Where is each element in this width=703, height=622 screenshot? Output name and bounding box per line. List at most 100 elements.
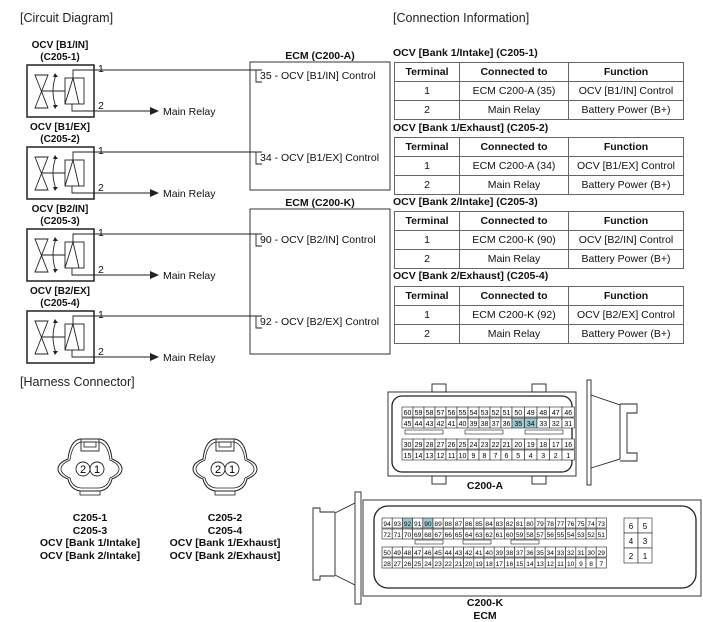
solenoid-icon [64, 159, 85, 187]
wire-pin1 [72, 151, 256, 160]
pin-number: 38 [481, 421, 489, 428]
pin-number: 19 [475, 561, 483, 568]
pin-number: 85 [475, 521, 483, 528]
arrowhead [53, 73, 58, 77]
key-slot [462, 539, 492, 545]
pin-number: 78 [547, 521, 555, 528]
key-slot [524, 429, 564, 435]
pin-number: 2 [98, 264, 104, 276]
pin-number: 21 [503, 442, 511, 449]
wire-pin1 [72, 69, 256, 78]
pin-number: 13 [536, 561, 544, 568]
table-cell: OCV [B2/IN] Control [568, 230, 684, 250]
pin-circle [89, 461, 105, 477]
c200a-housing [387, 391, 577, 477]
c200k-housing [362, 499, 702, 597]
pin-number: 15 [516, 561, 524, 568]
pin-number: 26 [448, 442, 456, 449]
column-header: Terminal [394, 137, 460, 157]
pin-cell [561, 406, 575, 418]
pin-number: 42 [465, 550, 473, 557]
pin-number: 58 [426, 410, 434, 417]
ocv-box [26, 146, 95, 200]
caption-line: OCV [Bank 2/Exhaust] [169, 549, 281, 562]
pin-number: 39 [470, 421, 478, 428]
pin-number: 44 [415, 421, 423, 428]
pin-number: 19 [527, 442, 535, 449]
pin-number: 68 [424, 532, 432, 539]
caption-line: C205-3 [72, 524, 108, 537]
caption-line: C200-K [466, 597, 504, 609]
pin-number: 11 [448, 453, 455, 460]
column-header: Connected to [459, 211, 569, 231]
ocv-label: OCV [B1/EX](C205-2) [20, 122, 100, 146]
pin-number: 60 [506, 532, 514, 539]
pin-number: 74 [587, 521, 595, 528]
pin-number: 54 [567, 532, 575, 539]
column-header: Function [568, 62, 684, 82]
wire-pin2 [71, 186, 150, 194]
pin-number: 26 [404, 561, 412, 568]
pin-number: 30 [404, 442, 412, 449]
pin-number: 37 [492, 421, 500, 428]
ocv-label: OCV [B2/IN](C205-3) [20, 204, 100, 228]
table-cell: Battery Power (B+) [568, 324, 684, 344]
pin-number: 20 [465, 561, 473, 568]
main-relay-label: Main Relay [163, 352, 216, 364]
table-cell: Main Relay [459, 100, 569, 120]
arrowhead [53, 105, 58, 109]
caption-line: C205-1 [72, 512, 108, 524]
connector-latch-inner [218, 441, 232, 448]
solenoid-coil [64, 322, 80, 351]
pin-number: 23 [434, 561, 442, 568]
ecm-pin-label: 34 - OCV [B1/EX] Control [260, 152, 380, 164]
pin-number: 4 [629, 537, 634, 546]
ecm-pin-bracket [255, 233, 262, 247]
ecm-pin-label: 90 - OCV [B2/IN] Control [260, 234, 376, 246]
pin-number: 50 [514, 410, 522, 417]
pin-number: 91 [414, 521, 422, 528]
pin-number: 86 [465, 521, 473, 528]
pin-number: 18 [539, 442, 547, 449]
pin-number: 8 [483, 453, 487, 460]
c200a-caption: C200-A [466, 480, 504, 492]
caption-line: OCV [Bank 1/Exhaust] [169, 537, 281, 549]
caption-line: ECM [473, 609, 497, 622]
table-cell: Main Relay [459, 175, 569, 195]
pin-number: 80 [526, 521, 534, 528]
arrow-right-icon [150, 107, 159, 115]
pin-number: 22 [445, 561, 453, 568]
pin-number: 1 [98, 309, 104, 321]
valve-icon [34, 74, 49, 109]
pin-cell [561, 449, 575, 461]
pin-number: 33 [539, 421, 547, 428]
pin-number: 17 [552, 442, 560, 449]
connector-caption: C205-1 C205-3 OCV [Bank 1/Intake] OCV [B… [30, 512, 150, 562]
pin-number: 2 [215, 464, 221, 476]
column-header: Connected to [459, 137, 569, 157]
ocv-connector: (C205-3) [40, 216, 80, 227]
connector-key [214, 490, 236, 496]
pin-number: 77 [557, 521, 565, 528]
pin-number: 13 [426, 453, 434, 460]
pin-number: 3 [541, 453, 545, 460]
ecm-pin-bracket [255, 151, 262, 165]
c200a-latch [431, 475, 447, 485]
pin-number: 46 [424, 550, 432, 557]
ecm-pin-bracket [255, 315, 262, 329]
pin-number: 28 [383, 561, 391, 568]
solenoid-coil [64, 76, 80, 105]
pin-number: 41 [448, 421, 456, 428]
pin-number: 1 [229, 464, 235, 476]
c200a-frame [391, 395, 573, 473]
pin-number: 54 [470, 410, 478, 417]
c200k-boot [334, 502, 356, 586]
pin-number: 1 [94, 464, 100, 476]
pin-number: 2 [98, 100, 104, 112]
pin-number: 2 [80, 464, 86, 476]
